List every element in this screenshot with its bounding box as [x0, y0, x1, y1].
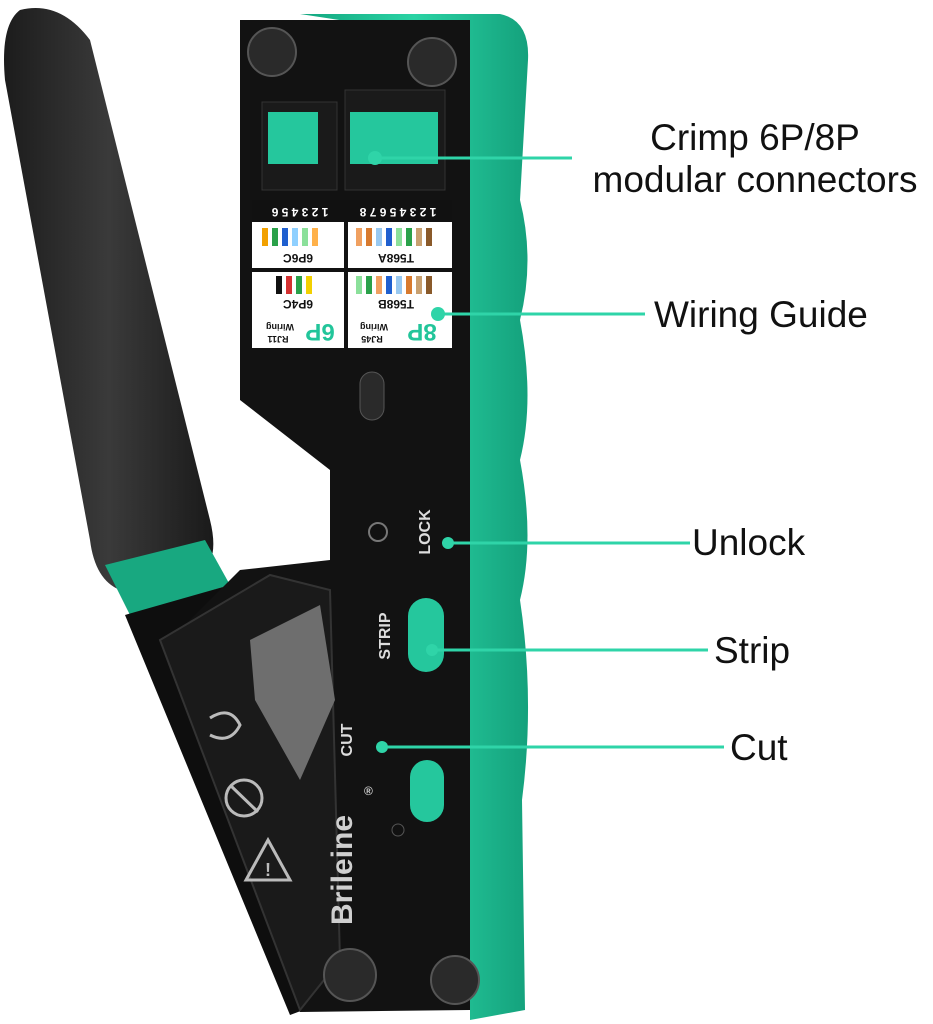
screw — [407, 37, 457, 87]
label-rj11: RJ11 — [267, 334, 288, 344]
brand-logo: Brileine — [326, 815, 359, 925]
callout-crimp: Crimp 6P/8P modular connectors — [580, 117, 930, 201]
lock-label: LOCK — [417, 509, 434, 555]
green-grip — [300, 14, 529, 1020]
badge-6p: 6P — [305, 318, 334, 345]
callout-wiring-guide: Wiring Guide — [654, 294, 868, 335]
label-rj45: RJ45 — [361, 334, 383, 344]
registered-mark: ® — [364, 784, 373, 798]
label-t568b: T568B — [378, 297, 414, 311]
callout-crimp-line1: Crimp 6P/8P — [650, 117, 860, 158]
callout-cut: Cut — [730, 727, 788, 768]
blade — [250, 605, 335, 780]
pivot-slot — [359, 371, 385, 421]
screw — [430, 955, 480, 1005]
callout-unlock: Unlock — [692, 522, 806, 563]
label-wiring-8: Wiring — [360, 322, 388, 332]
screw — [247, 27, 297, 77]
label-6p4c: 6P4C — [283, 297, 313, 311]
warning-icon — [243, 836, 293, 882]
screw — [323, 948, 377, 1002]
rubber-handle — [4, 8, 214, 590]
lock-hole — [368, 522, 388, 542]
no-shock-icon — [224, 778, 264, 818]
svg-text:!: ! — [265, 860, 271, 880]
cut-label: CUT — [339, 723, 356, 756]
cable-icon — [209, 711, 242, 740]
wire-colors-t568b — [356, 276, 432, 294]
strip-slot — [408, 598, 444, 672]
wire-colors-t568a — [356, 228, 432, 246]
pin-numbers-8: 1 2 3 4 5 6 7 8 — [359, 205, 436, 219]
wire-colors-6p6c — [262, 228, 318, 246]
label-t568a: T568A — [378, 251, 414, 265]
wire-colors-6p4c — [276, 276, 312, 294]
cut-slot — [410, 760, 444, 822]
pin-numbers-6: 1 2 3 4 5 6 — [271, 205, 328, 219]
strip-label: STRIP — [377, 612, 394, 659]
leader-lines — [375, 156, 724, 749]
label-wiring-6: Wiring — [266, 322, 294, 332]
callout-crimp-line2: modular connectors — [592, 159, 918, 200]
wiring-guide-plate — [252, 200, 452, 348]
handle-green-collar — [105, 540, 230, 615]
callout-strip: Strip — [714, 630, 791, 671]
badge-8p: 8P — [407, 318, 436, 345]
label-6p6c: 6P6C — [283, 251, 313, 265]
